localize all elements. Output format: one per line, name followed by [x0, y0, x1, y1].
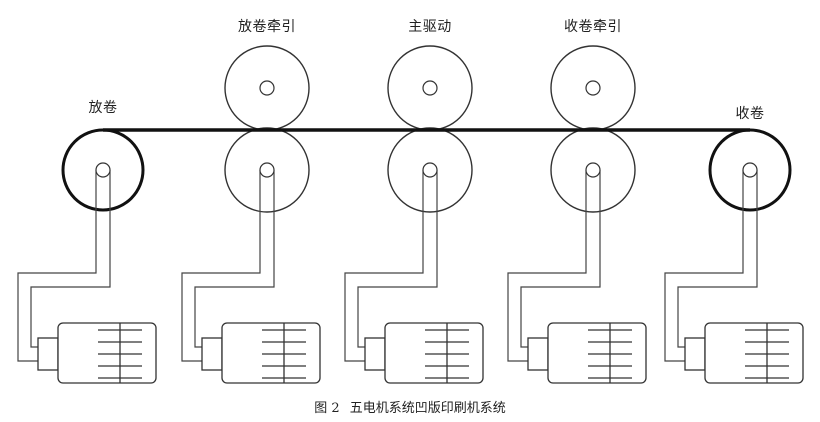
figure-caption: 图 2 五电机系统凹版印刷机系统 [314, 397, 505, 416]
motor-rewind [684, 322, 804, 384]
motor-rewind-pull [527, 322, 647, 384]
label-unwind: 放卷 [88, 100, 118, 116]
figure-number: 图 2 [314, 401, 340, 416]
label-rewind-pull: 收卷牵引 [564, 19, 622, 35]
label-main-drive: 主驱动 [408, 19, 452, 35]
motor-unwind-pull [201, 322, 321, 384]
motor-unwind [37, 322, 157, 384]
label-rewind: 收卷 [735, 106, 765, 122]
label-unwind-pull: 放卷牵引 [238, 19, 296, 35]
figure-title: 五电机系统凹版印刷机系统 [349, 401, 506, 416]
motor-main-drive [364, 322, 484, 384]
